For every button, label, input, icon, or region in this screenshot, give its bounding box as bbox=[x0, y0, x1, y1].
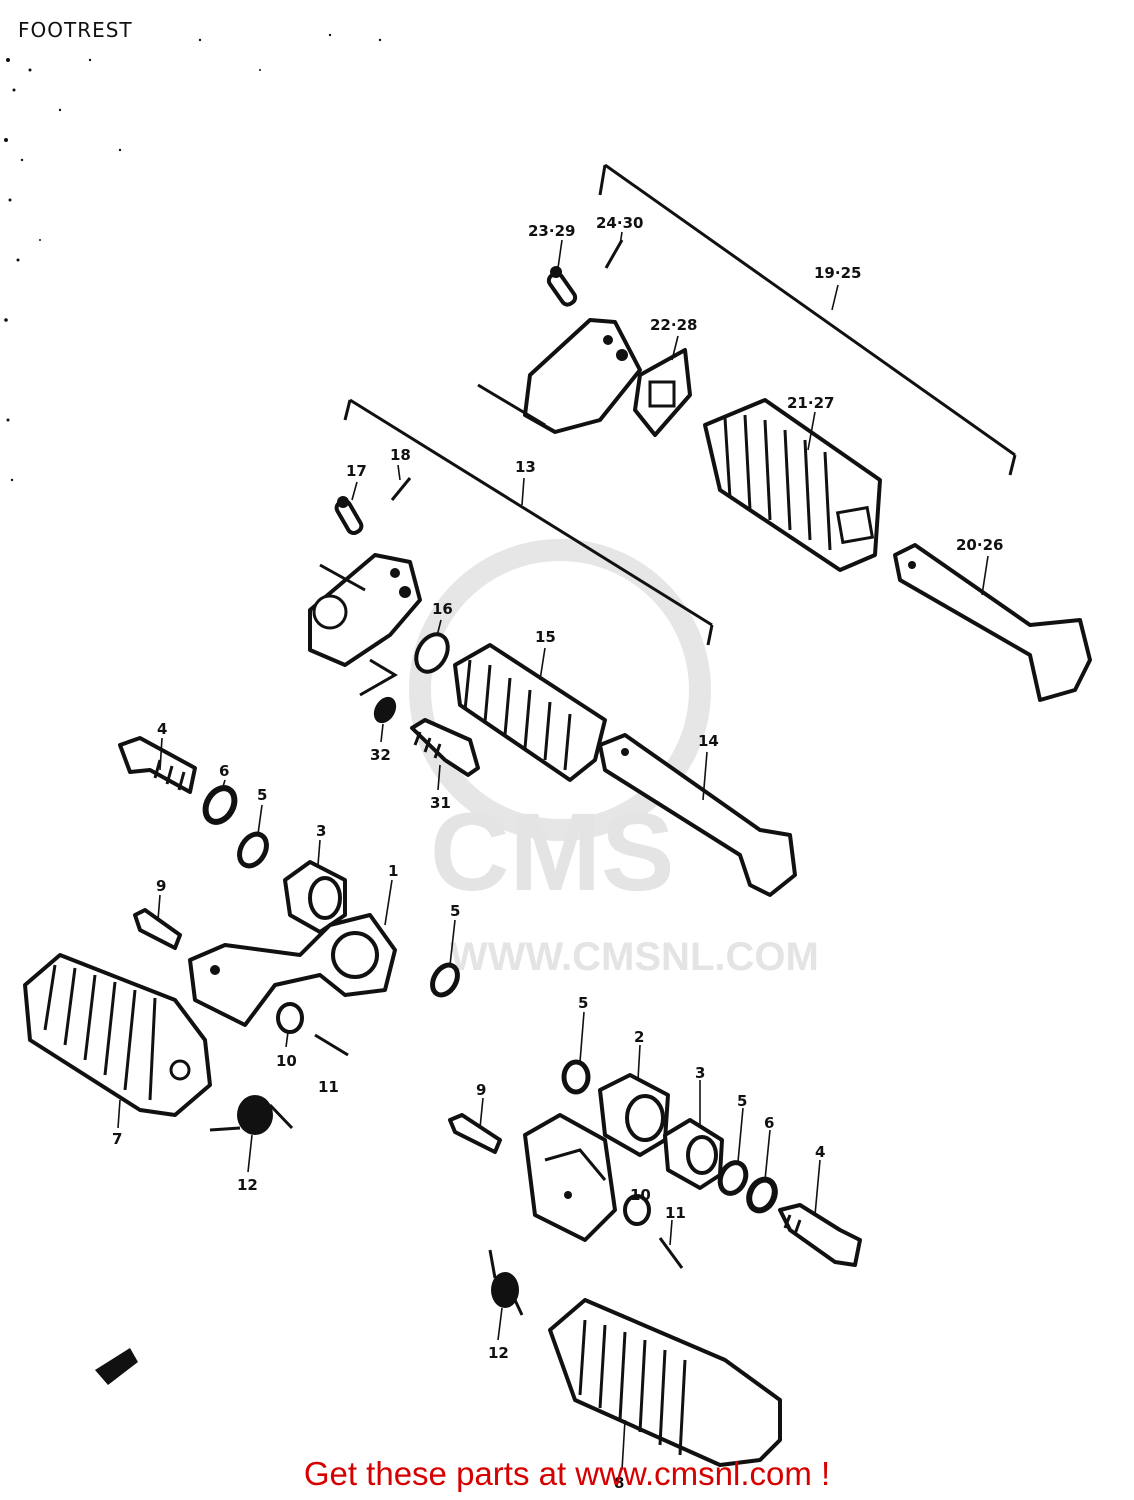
pin-9-left bbox=[133, 908, 182, 950]
pin-17 bbox=[334, 496, 364, 536]
washer-10-left bbox=[276, 1002, 304, 1034]
callout-21-27: 21·27 bbox=[787, 394, 834, 412]
callout-22-28: 22·28 bbox=[650, 316, 697, 334]
cotter-pin-18 bbox=[390, 477, 412, 501]
callout-8: 8 bbox=[614, 1474, 624, 1492]
callout-31: 31 bbox=[430, 794, 451, 812]
washer-5-left-b bbox=[430, 962, 460, 998]
washer-5-left bbox=[237, 831, 269, 869]
bushing-3-left bbox=[283, 860, 347, 934]
callout-4-left: 4 bbox=[157, 720, 167, 738]
callout-19-25: 19·25 bbox=[814, 264, 861, 282]
bushing-3-right bbox=[663, 1118, 724, 1190]
direction-arrow-icon bbox=[95, 1348, 138, 1385]
footrest-bracket-1 bbox=[188, 913, 397, 1027]
callout-1: 1 bbox=[388, 862, 398, 880]
watermark-site: WWW.CMSNL.COM bbox=[450, 935, 819, 979]
scan-noise bbox=[4, 33, 382, 482]
bracket-19-25 bbox=[598, 163, 1017, 476]
washer-10-right bbox=[623, 1194, 651, 1226]
spring-12-left bbox=[209, 1095, 294, 1135]
footer-link[interactable]: Get these parts at www.cmsnl.com ! bbox=[303, 1455, 831, 1492]
callout-5-right: 5 bbox=[578, 994, 588, 1012]
footrest-bracket-right bbox=[523, 1113, 617, 1242]
bolt-31 bbox=[410, 718, 480, 777]
callout-17: 17 bbox=[346, 462, 367, 480]
callout-23-29: 23·29 bbox=[528, 222, 575, 240]
watermark-brand: CMS bbox=[430, 791, 674, 914]
callout-24-30: 24·30 bbox=[596, 214, 643, 232]
cotter-pin-11-left bbox=[314, 1033, 349, 1057]
callouts: 23·29 24·30 19·25 22·28 21·27 20·26 13 1… bbox=[112, 214, 1003, 1492]
callout-10-right: 10 bbox=[630, 1186, 651, 1204]
washer-6-left bbox=[202, 785, 238, 825]
callout-32: 32 bbox=[370, 746, 391, 764]
footrest-bracket-upper bbox=[477, 318, 642, 434]
callout-5-right-b: 5 bbox=[737, 1092, 747, 1110]
plate-22-28 bbox=[633, 348, 692, 437]
callout-15: 15 bbox=[535, 628, 556, 646]
cotter-pin-11-right bbox=[658, 1237, 684, 1269]
rubber-footrest-7 bbox=[23, 953, 212, 1117]
callout-5-left: 5 bbox=[257, 786, 267, 804]
leader-lines bbox=[117, 231, 989, 1471]
callout-13: 13 bbox=[515, 458, 536, 476]
callout-18: 18 bbox=[390, 446, 411, 464]
rubber-footrest-21-27 bbox=[703, 398, 882, 572]
callout-12-right: 12 bbox=[488, 1344, 509, 1362]
callout-4-right: 4 bbox=[815, 1143, 825, 1161]
callout-11-left: 11 bbox=[318, 1078, 339, 1096]
callout-12-left: 12 bbox=[237, 1176, 258, 1194]
washer-16 bbox=[414, 632, 450, 674]
footrest-shaft-20-26 bbox=[893, 543, 1092, 702]
washer-5-right bbox=[561, 1059, 591, 1095]
pin-23-29 bbox=[546, 266, 578, 307]
bolt-4-right bbox=[778, 1203, 862, 1267]
footrest-shaft-14 bbox=[598, 733, 797, 897]
callout-5-left-b: 5 bbox=[450, 902, 460, 920]
watermark: CMS WWW.CMSNL.COM bbox=[409, 539, 819, 979]
footrest-bracket-middle bbox=[308, 553, 422, 697]
bushing-2 bbox=[598, 1073, 670, 1157]
callout-3-left: 3 bbox=[316, 822, 326, 840]
callout-10-left: 10 bbox=[276, 1052, 297, 1070]
bracket-13 bbox=[343, 398, 714, 646]
callout-7: 7 bbox=[112, 1130, 122, 1148]
callout-2: 2 bbox=[634, 1028, 644, 1046]
bolt-4-left bbox=[118, 736, 197, 794]
washer-5-right-b bbox=[717, 1160, 749, 1196]
rubber-footrest-8 bbox=[548, 1298, 782, 1467]
callout-6-right: 6 bbox=[764, 1114, 774, 1132]
spring-12-right bbox=[488, 1249, 524, 1316]
page-title: FOOTREST bbox=[18, 18, 133, 42]
callout-3-right: 3 bbox=[695, 1064, 705, 1082]
washer-32 bbox=[373, 696, 397, 724]
callout-16: 16 bbox=[432, 600, 453, 618]
callout-14: 14 bbox=[698, 732, 719, 750]
washer-6-right bbox=[746, 1176, 778, 1214]
callout-9-right: 9 bbox=[476, 1081, 486, 1099]
callout-9-left: 9 bbox=[156, 877, 166, 895]
callout-11-right: 11 bbox=[665, 1204, 686, 1222]
callout-6-left: 6 bbox=[219, 762, 229, 780]
callout-20-26: 20·26 bbox=[956, 536, 1003, 554]
pin-9-right bbox=[448, 1113, 502, 1154]
rubber-footrest-15 bbox=[453, 643, 607, 782]
